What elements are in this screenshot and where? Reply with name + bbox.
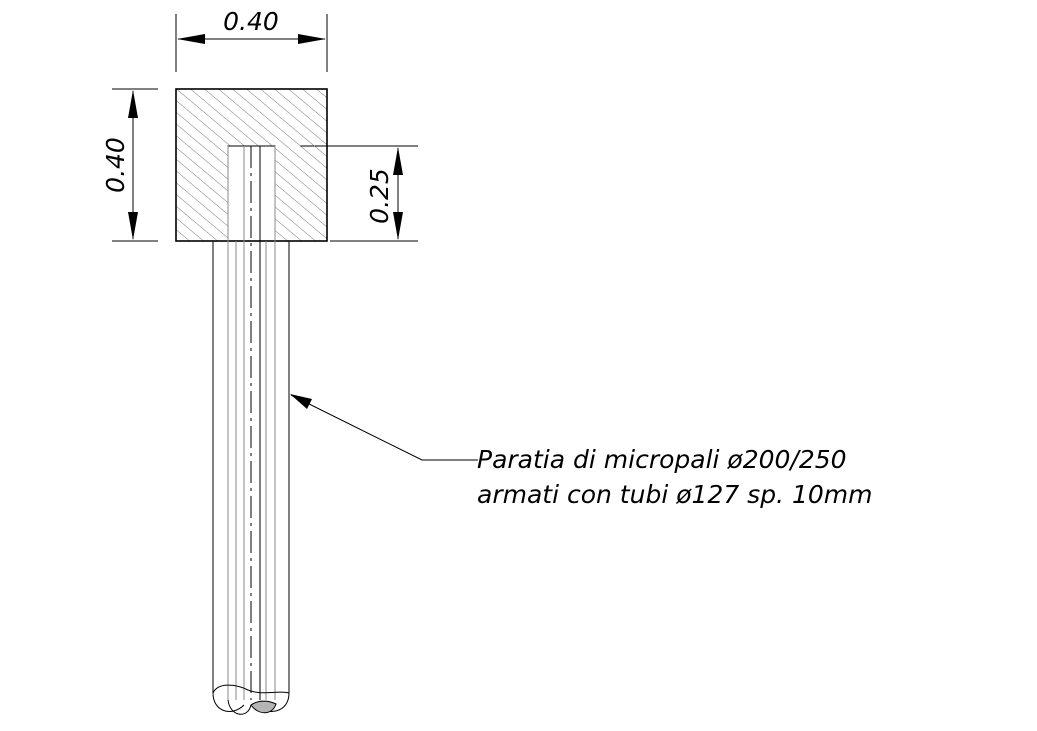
left-height-label: 0.40: [101, 137, 130, 193]
socket-depth-dimension: 0.25: [300, 145, 418, 242]
top-width-label: 0.40: [223, 7, 279, 36]
top-width-dimension: 0.40: [175, 7, 328, 72]
callout-line-2: armati con tubi ø127 sp. 10mm: [477, 480, 872, 509]
pile-callout: Paratia di micropali ø200/250 armati con…: [290, 394, 872, 509]
left-height-dimension: 0.40: [101, 88, 158, 242]
callout-line-1: Paratia di micropali ø200/250: [477, 445, 847, 474]
pile-break-symbol: [212, 684, 290, 715]
micropile-shaft: [212, 146, 290, 715]
socket-depth-label: 0.25: [365, 168, 394, 224]
